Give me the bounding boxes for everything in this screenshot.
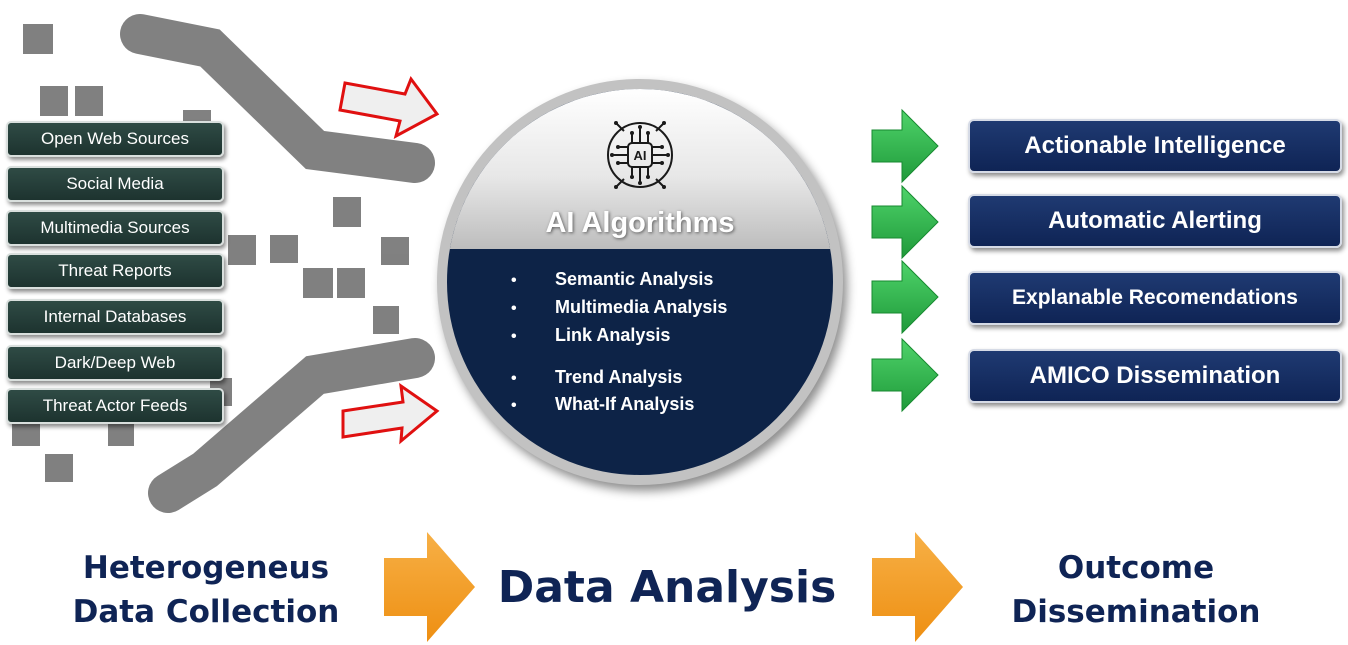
source-threat-actor-feeds: Threat Actor Feeds <box>6 388 224 424</box>
analysis-item: • Multimedia Analysis <box>511 297 727 318</box>
analysis-label: Multimedia Analysis <box>555 297 728 317</box>
analysis-label: Semantic Analysis <box>555 269 714 289</box>
stage-data-analysis: Data Analysis <box>497 562 837 613</box>
analysis-label: What-If Analysis <box>555 394 695 414</box>
source-social-media: Social Media <box>6 166 224 202</box>
outcome-amico-dissemination: AMICO Dissemination <box>968 349 1342 403</box>
stage-collection-line-1: Heterogeneus <box>82 550 330 586</box>
outcome-automatic-alerting: Automatic Alerting <box>968 194 1342 248</box>
stage-outcome-dissemination: Outcome Dissemination <box>1000 546 1272 634</box>
analysis-item: • Link Analysis <box>511 325 670 346</box>
ai-chip-icon: AI <box>607 121 673 189</box>
stage-dissemination-line-1: Outcome <box>1057 550 1215 586</box>
analysis-item: • What-If Analysis <box>511 394 694 415</box>
svg-text:AI: AI <box>634 148 647 163</box>
source-internal-databases: Internal Databases <box>6 299 224 335</box>
stage-data-collection: Heterogeneus Data Collection <box>70 546 342 634</box>
output-arrow-3-icon <box>871 259 939 335</box>
output-arrow-1-icon <box>871 108 939 184</box>
ai-algorithms-circle: AI AI Algorithms • Semantic Analysis • Mul… <box>437 79 843 485</box>
analysis-item: • Semantic Analysis <box>511 269 713 290</box>
analysis-label: Link Analysis <box>555 325 671 345</box>
bullet: • <box>511 272 517 289</box>
source-open-web: Open Web Sources <box>6 121 224 157</box>
outcome-explanable-recomendations: Explanable Recomendations <box>968 271 1342 325</box>
bullet: • <box>511 300 517 317</box>
source-dark-deep-web: Dark/Deep Web <box>6 345 224 381</box>
outcome-actionable-intelligence: Actionable Intelligence <box>968 119 1342 173</box>
output-arrow-4-icon <box>871 337 939 413</box>
output-arrow-2-icon <box>871 184 939 260</box>
bullet: • <box>511 328 517 345</box>
source-multimedia: Multimedia Sources <box>6 210 224 246</box>
analysis-item: • Trend Analysis <box>511 367 682 388</box>
analysis-label: Trend Analysis <box>555 367 683 387</box>
bullet: • <box>511 370 517 387</box>
stage-arrow-2-icon <box>872 532 963 642</box>
stage-collection-line-2: Data Collection <box>72 594 340 630</box>
bullet: • <box>511 397 517 414</box>
input-arrow-top-icon <box>338 75 440 139</box>
stage-arrow-1-icon <box>384 532 475 642</box>
center-title: AI Algorithms <box>545 207 735 239</box>
source-threat-reports: Threat Reports <box>6 253 224 289</box>
input-arrow-bottom-icon <box>341 382 440 445</box>
stage-dissemination-line-2: Dissemination <box>1011 594 1261 630</box>
